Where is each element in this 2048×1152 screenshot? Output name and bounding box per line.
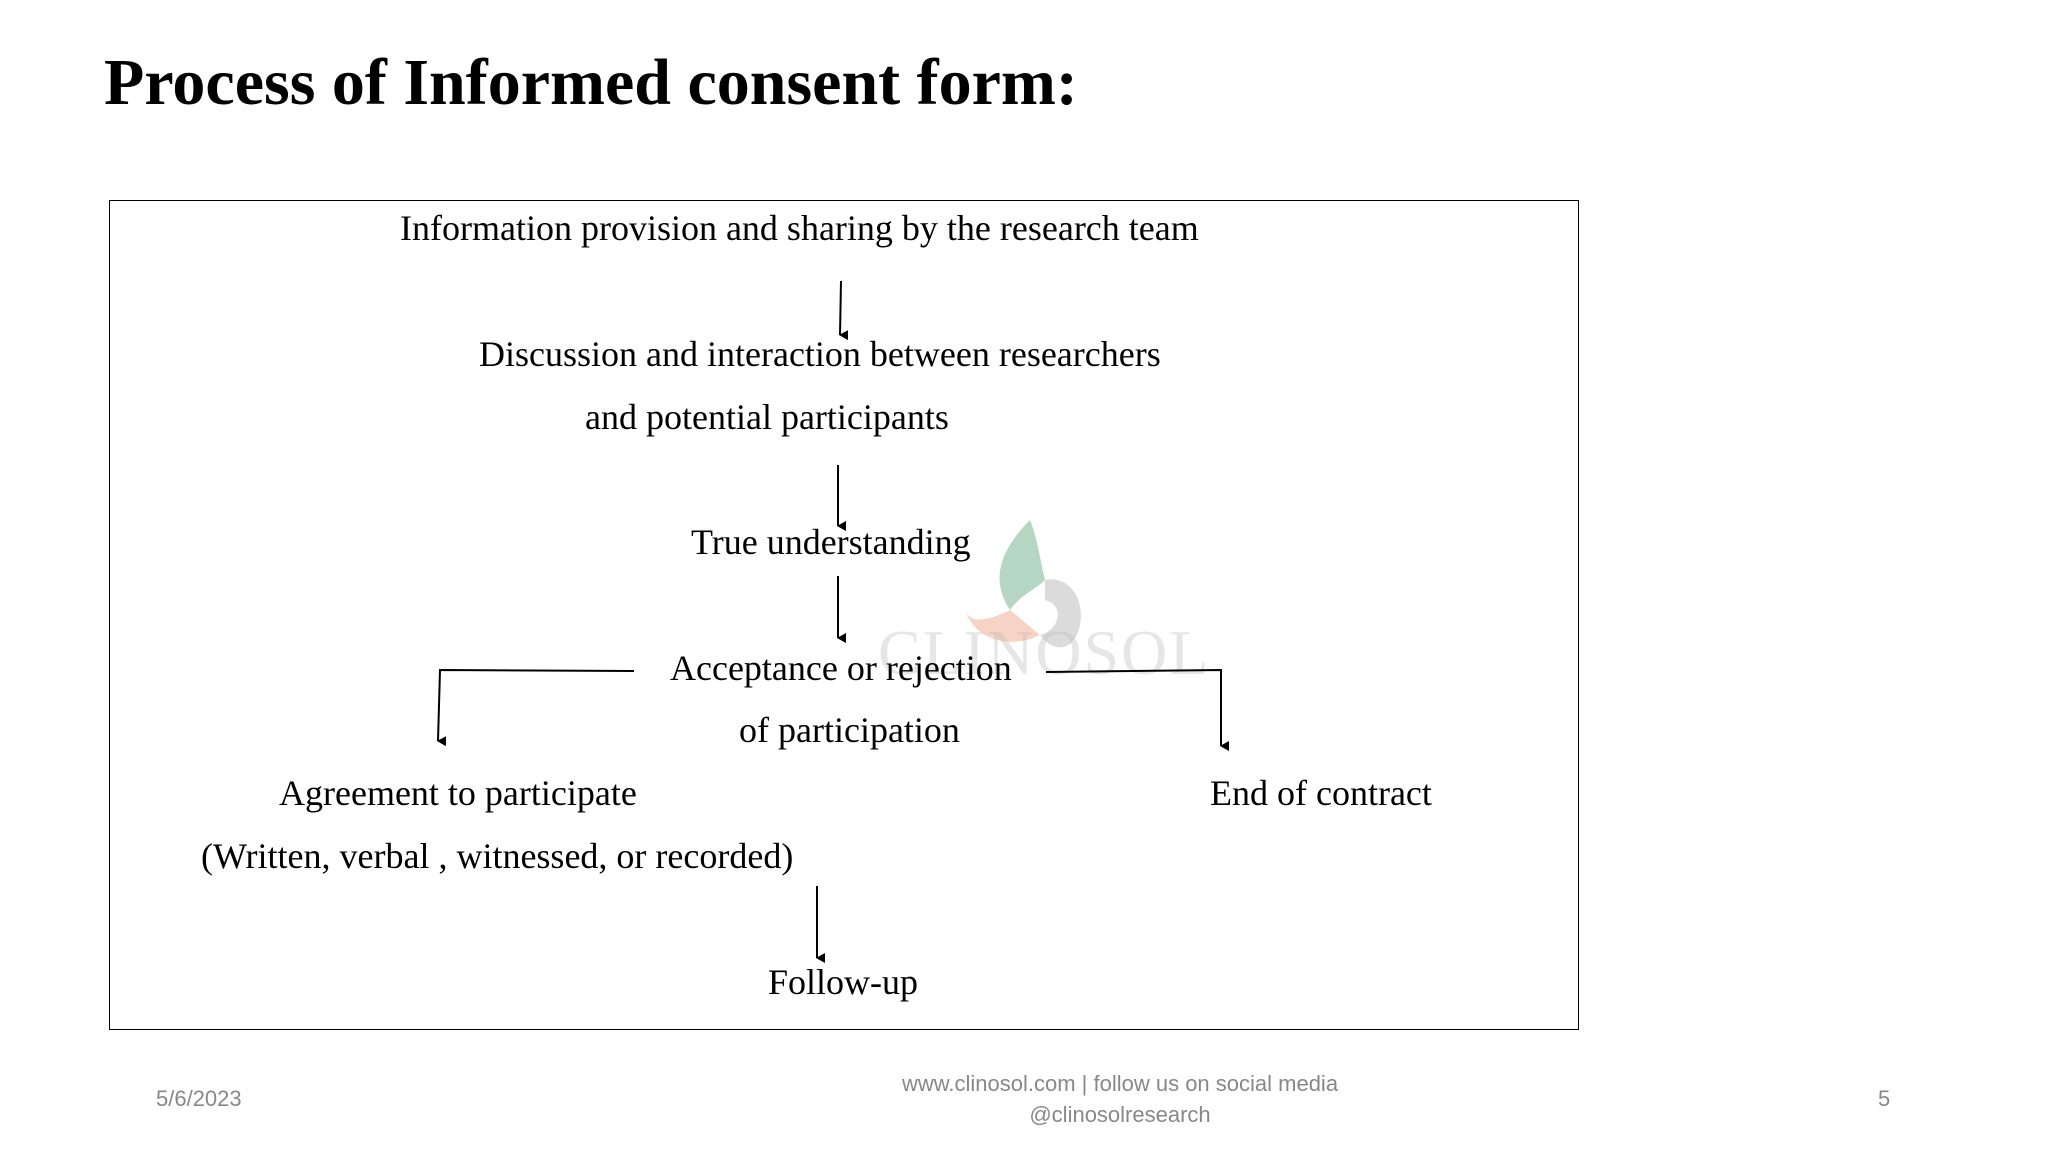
flow-step-information: Information provision and sharing by the…	[400, 208, 1199, 248]
flow-step-follow-up: Follow-up	[768, 962, 919, 1002]
flow-step-discussion-line1: Discussion and interaction between resea…	[479, 334, 1161, 374]
flow-step-understanding: True understanding	[691, 522, 971, 562]
footer-website: www.clinosol.com | follow us on social m…	[760, 1068, 1480, 1130]
footer-website-line1: www.clinosol.com | follow us on social m…	[901, 1071, 1339, 1096]
flow-branch-end-of-contract: End of contract	[1210, 773, 1432, 813]
flowchart-frame	[109, 200, 1579, 1030]
footer-social-handle: @clinosolresearch	[1029, 1102, 1211, 1127]
slide-title: Process of Informed consent form:	[104, 46, 1078, 119]
flow-step-discussion-line2: and potential participants	[585, 397, 949, 437]
flow-step-decision-line1: Acceptance or rejection	[670, 648, 1012, 688]
footer-date: 5/6/2023	[156, 1086, 242, 1111]
flow-branch-agreement-line2: (Written, verbal , witnessed, or recorde…	[201, 836, 794, 876]
footer-page-number: 5	[1878, 1086, 1891, 1111]
flow-branch-agreement-line1: Agreement to participate	[279, 773, 637, 813]
clinosol-logo-icon	[965, 520, 1081, 648]
flow-step-decision-line2: of participation	[739, 710, 960, 750]
